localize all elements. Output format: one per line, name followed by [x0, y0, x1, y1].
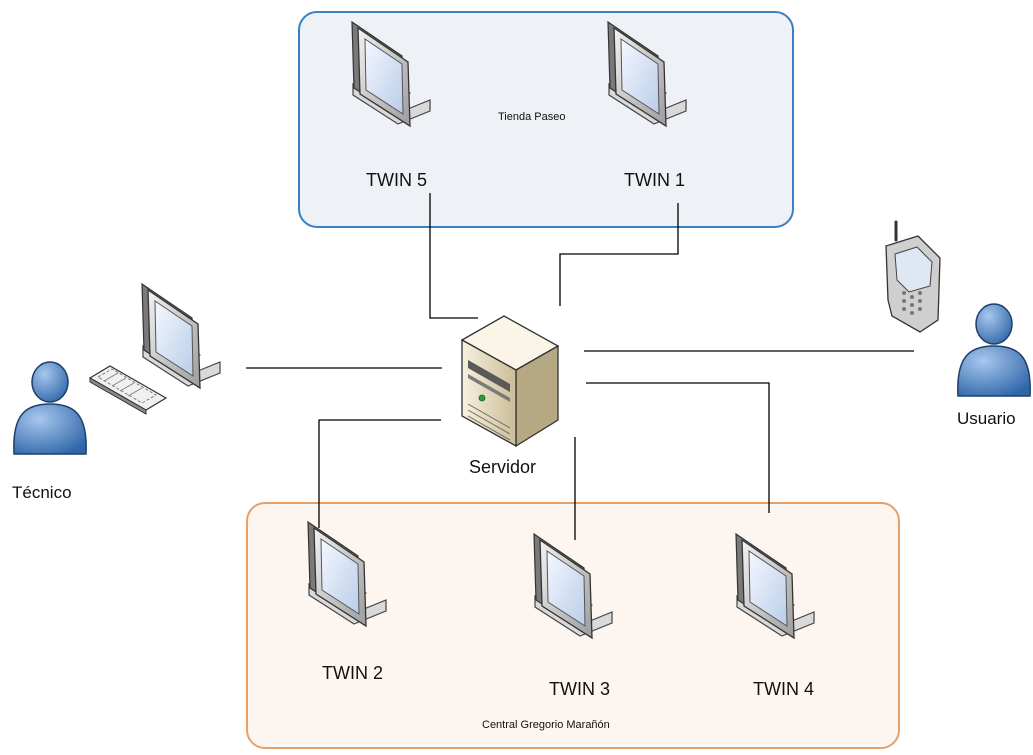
group-label-top: Tienda Paseo	[498, 111, 566, 123]
node-label-server: Servidor	[469, 457, 537, 477]
link-twin5	[429, 193, 478, 319]
node-label-usuario: Usuario	[957, 409, 1016, 428]
keyboard-icon	[88, 365, 168, 415]
node-label-tecnico: Técnico	[12, 483, 72, 502]
link-twin1	[559, 203, 679, 306]
node-label-twin3: TWIN 3	[549, 679, 610, 699]
node-label-twin5: TWIN 5	[366, 170, 427, 190]
node-label-twin4: TWIN 4	[753, 679, 814, 699]
node-label-twin1: TWIN 1	[624, 170, 685, 190]
server-tower-icon	[460, 315, 560, 448]
person-icon	[957, 303, 1031, 397]
link-twin4	[586, 382, 770, 513]
connector-lines	[246, 193, 914, 540]
node-label-twin2: TWIN 2	[322, 663, 383, 683]
monitor-icon	[141, 283, 221, 389]
mobile-phone-icon	[885, 220, 941, 333]
link-twin2	[318, 419, 441, 528]
person-icon	[13, 361, 87, 455]
group-label-bottom: Central Gregorio Marañón	[482, 719, 610, 731]
group-box-top	[298, 11, 794, 228]
